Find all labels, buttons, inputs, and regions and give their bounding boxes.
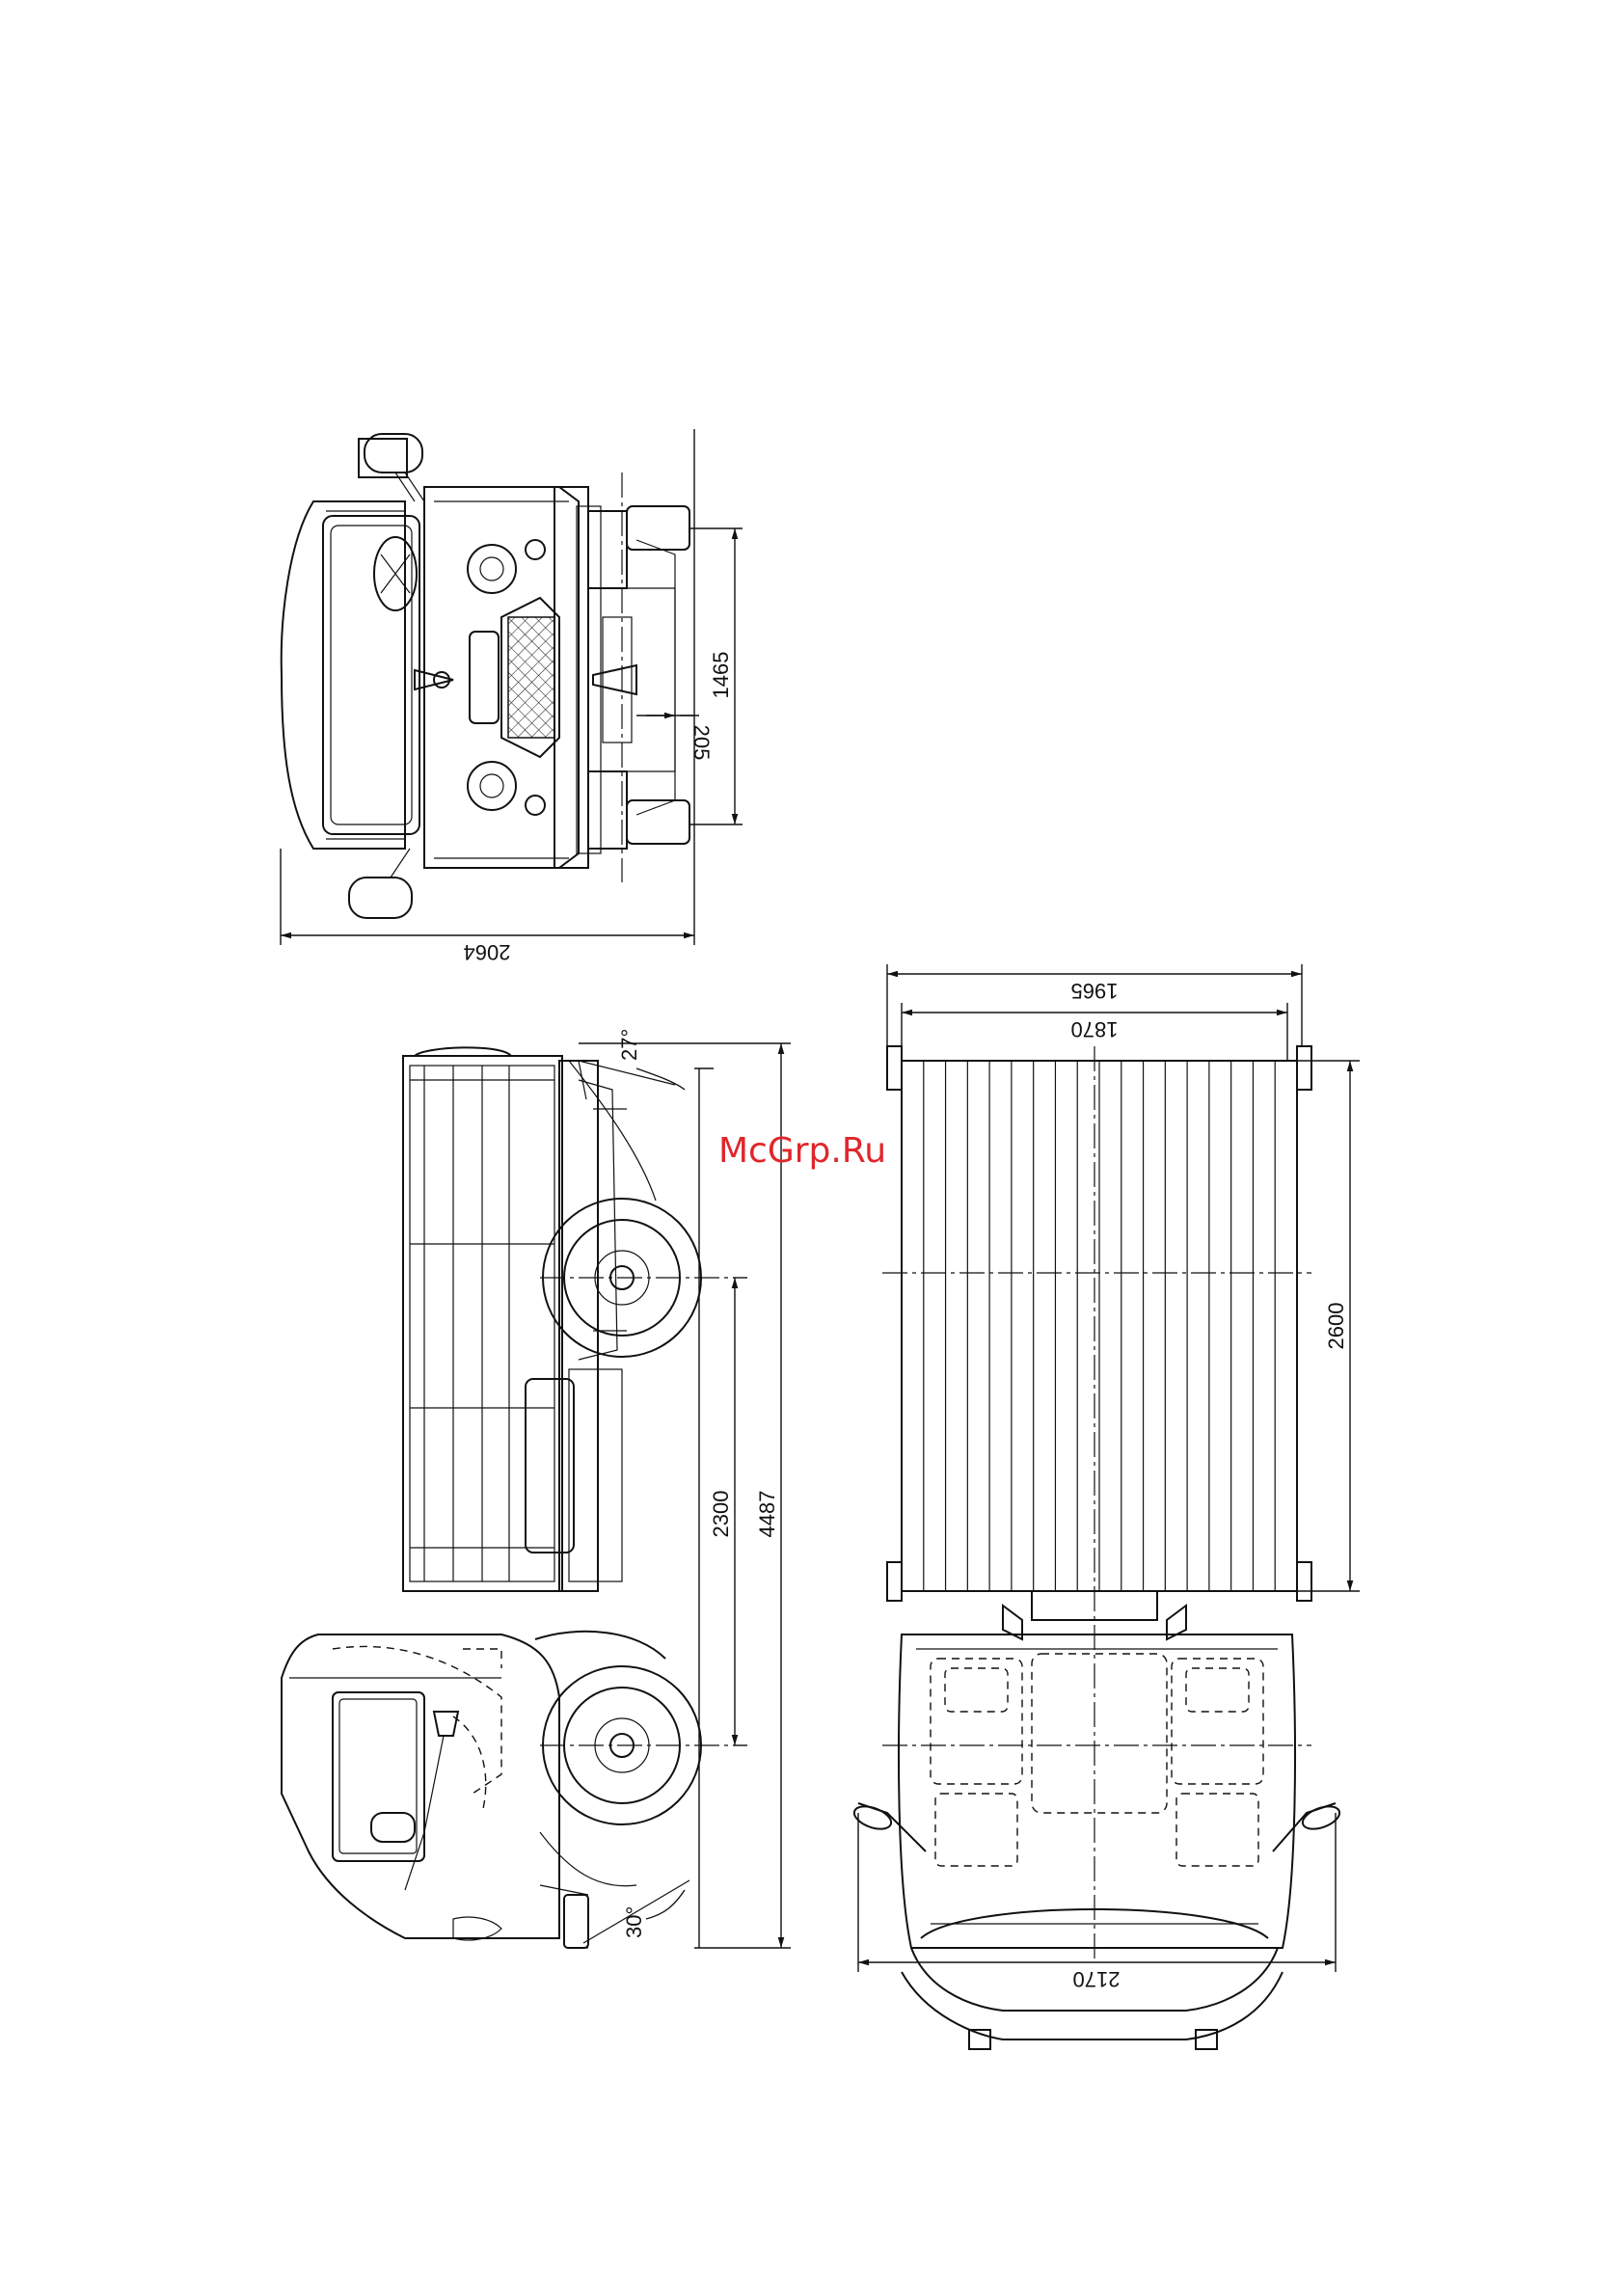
dim-body-width-outer: 1965: [1071, 979, 1119, 1003]
side-view: 27° 30° 2300 4487: [282, 1029, 791, 1948]
dim-overall-width-front: 2064: [464, 940, 511, 964]
top-view: 1965 1870 2600 2170: [851, 964, 1360, 2049]
dim-front-track: 1465: [709, 652, 733, 699]
dim-body-width-inner: 1870: [1071, 1017, 1119, 1041]
dim-overall-width-mirrors: 2170: [1073, 1967, 1121, 1991]
dim-overall-length: 4487: [755, 1491, 779, 1538]
angle-departure: 27°: [617, 1029, 641, 1061]
watermark: McGrp.Ru: [718, 1131, 886, 1171]
dim-ground-clearance: 205: [689, 725, 714, 761]
angle-approach: 30°: [622, 1906, 646, 1938]
dim-wheelbase: 2300: [709, 1491, 733, 1538]
dim-body-length: 2600: [1324, 1303, 1348, 1350]
front-view: 1465 205 2064: [281, 429, 743, 964]
